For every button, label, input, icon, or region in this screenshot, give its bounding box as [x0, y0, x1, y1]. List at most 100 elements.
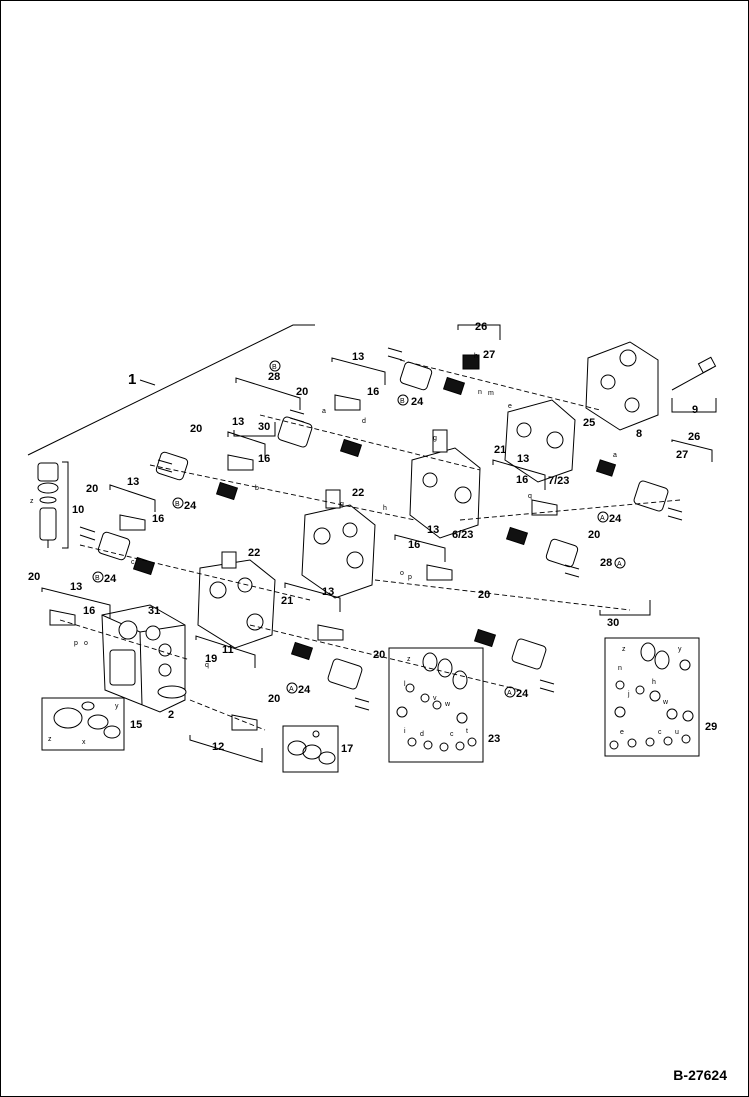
- callout-24: 24: [411, 396, 424, 408]
- seal-kit-17: [282, 725, 339, 773]
- seal-kit-23: [388, 647, 484, 763]
- callout-20: 20: [588, 529, 600, 541]
- svg-text:u: u: [675, 729, 679, 736]
- callout-20: 20: [478, 589, 490, 601]
- svg-text:g: g: [340, 501, 344, 508]
- callout-labels: 2 6/23 7/23 8 9 10 11 12 13 13 13 13 13 …: [28, 321, 717, 755]
- svg-text:h: h: [652, 679, 656, 686]
- svg-text:h: h: [383, 505, 387, 512]
- svg-text:h: h: [474, 353, 478, 360]
- svg-text:B: B: [272, 364, 277, 371]
- callout-20: 20: [28, 571, 40, 583]
- outlet-section: [585, 341, 717, 431]
- callout-17: 17: [341, 743, 353, 755]
- callout-26: 26: [688, 431, 700, 443]
- work-section-1: [197, 551, 276, 649]
- callout-20: 20: [373, 649, 385, 661]
- drawing-code: B-27624: [673, 1067, 727, 1083]
- svg-text:w: w: [444, 701, 451, 708]
- callout-26: 26: [475, 321, 487, 333]
- callout-21: 21: [494, 444, 506, 456]
- svg-text:z: z: [48, 736, 52, 743]
- svg-text:w: w: [662, 699, 669, 706]
- callout-13: 13: [517, 453, 529, 465]
- svg-text:z: z: [622, 646, 626, 653]
- svg-text:m: m: [488, 390, 494, 397]
- callout-20: 20: [190, 423, 202, 435]
- callout-16: 16: [516, 474, 528, 486]
- springs: [132, 354, 617, 661]
- svg-text:q: q: [528, 493, 532, 500]
- callout-13: 13: [70, 581, 82, 593]
- svg-text:a: a: [613, 452, 617, 459]
- marker-a-4: [504, 686, 516, 698]
- callout-24: 24: [104, 573, 117, 585]
- callout-11: 11: [222, 644, 234, 656]
- svg-text:o: o: [84, 640, 88, 647]
- work-section-6: [409, 429, 481, 539]
- circle-markers: B B B B A A A A: [92, 360, 626, 698]
- bolts: [79, 347, 683, 711]
- callout-12: 12: [212, 741, 224, 753]
- callout-15: 15: [130, 719, 142, 731]
- svg-text:v: v: [433, 695, 437, 702]
- callout-9: 9: [692, 404, 698, 416]
- callout-16: 16: [367, 386, 379, 398]
- svg-text:c: c: [658, 729, 662, 736]
- callout-23: 23: [488, 733, 500, 745]
- marker-b-1: [92, 571, 104, 583]
- svg-text:o: o: [400, 570, 404, 577]
- callout-13: 13: [322, 586, 334, 598]
- svg-text:c: c: [450, 731, 454, 738]
- marker-a-2: [614, 557, 626, 569]
- svg-text:x: x: [82, 739, 86, 746]
- callout-24: 24: [298, 684, 311, 696]
- svg-text:A: A: [617, 561, 622, 568]
- marker-a-1: [597, 511, 609, 523]
- callout-10: 10: [72, 504, 84, 516]
- svg-text:n: n: [478, 389, 482, 396]
- callout-30: 30: [258, 421, 270, 433]
- svg-text:q: q: [205, 662, 209, 669]
- marker-b-4: [397, 394, 409, 406]
- callout-24: 24: [184, 500, 197, 512]
- callout-21: 21: [281, 595, 293, 607]
- svg-text:n: n: [618, 665, 622, 672]
- svg-text:z: z: [407, 656, 411, 663]
- svg-text:p: p: [74, 640, 78, 647]
- callout-27: 27: [676, 449, 688, 461]
- svg-text:B: B: [400, 398, 405, 405]
- callout-6-23: 6/23: [452, 529, 473, 541]
- svg-text:d: d: [362, 418, 366, 425]
- svg-text:b: b: [255, 485, 259, 492]
- callout-16: 16: [83, 605, 95, 617]
- callout-29: 29: [705, 721, 717, 733]
- callout-20: 20: [268, 693, 280, 705]
- callout-16: 16: [258, 453, 270, 465]
- main-callout: 1: [128, 371, 136, 388]
- svg-text:d: d: [420, 731, 424, 738]
- work-section-2: [301, 489, 376, 599]
- svg-text:y: y: [115, 703, 119, 710]
- svg-text:B: B: [175, 501, 180, 508]
- svg-text:a: a: [322, 408, 326, 415]
- callout-24: 24: [516, 688, 529, 700]
- callout-13: 13: [427, 524, 439, 536]
- callout-25: 25: [583, 417, 595, 429]
- callout-20: 20: [296, 386, 308, 398]
- callout-13: 13: [352, 351, 364, 363]
- assembly-axes: [59, 359, 681, 731]
- callout-7-23: 7/23: [548, 475, 569, 487]
- svg-text:e: e: [508, 403, 512, 410]
- svg-text:A: A: [507, 690, 512, 697]
- svg-text:i: i: [404, 728, 406, 735]
- callout-28: 28: [600, 557, 612, 569]
- relief-valve-cartridge: [37, 461, 69, 549]
- svg-text:y: y: [678, 646, 682, 653]
- spools: [49, 394, 558, 731]
- main-leader: 1: [27, 324, 315, 456]
- callout-22: 22: [248, 547, 260, 559]
- svg-text:t: t: [466, 728, 468, 735]
- marker-b-3: [269, 360, 281, 372]
- seal-kit-15: [41, 697, 125, 751]
